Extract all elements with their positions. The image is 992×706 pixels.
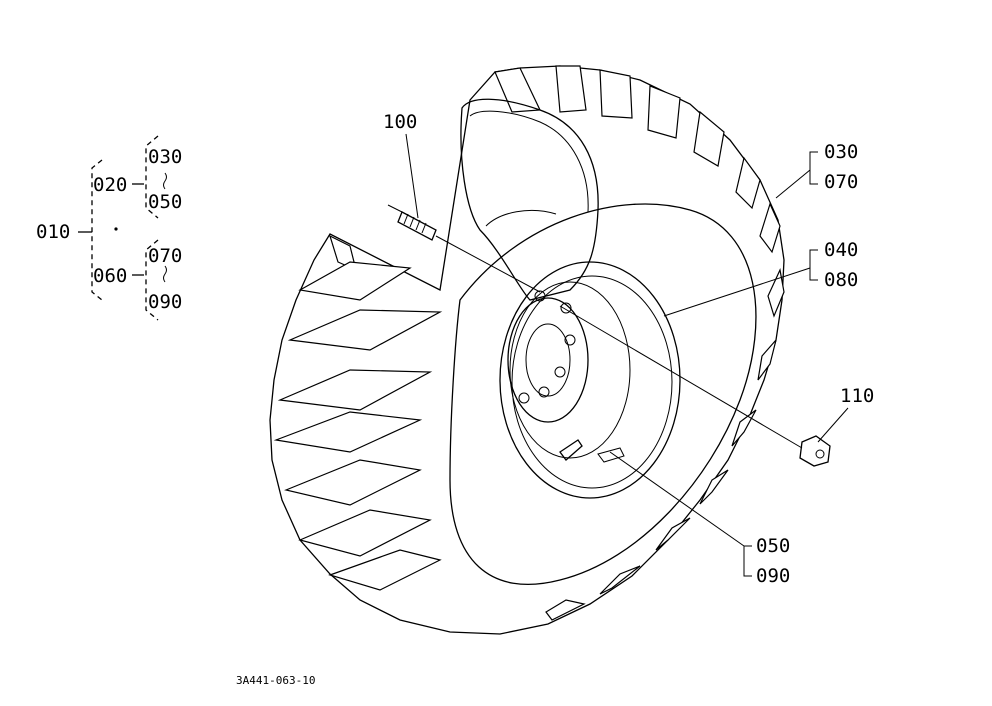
label-030-tree: 030 [148, 146, 182, 168]
label-060: 060 [93, 265, 127, 287]
label-100: 100 [383, 111, 417, 133]
label-050: 050 [756, 535, 790, 557]
label-110: 110 [840, 385, 874, 407]
parts-tree [78, 135, 167, 321]
tire [269, 65, 785, 635]
wheel-nut [799, 435, 831, 467]
wheel-rim [499, 261, 681, 499]
label-010: 010 [36, 221, 70, 243]
label-020: 020 [93, 174, 127, 196]
stud-bolt [397, 211, 437, 241]
label-040: 040 [824, 239, 858, 261]
label-090-tree: 090 [148, 291, 182, 313]
label-050-tree: 050 [148, 191, 182, 213]
label-080: 080 [824, 269, 858, 291]
label-030: 030 [824, 141, 858, 163]
tube [460, 98, 599, 301]
label-070-tree: 070 [148, 245, 182, 267]
label-090: 090 [756, 565, 790, 587]
leader-lines [387, 133, 849, 577]
drawing-number: 3A441-063-10 [236, 674, 315, 687]
label-070: 070 [824, 171, 858, 193]
labels: 010 020 030 050 060 070 090 100 030 070 … [36, 111, 874, 687]
